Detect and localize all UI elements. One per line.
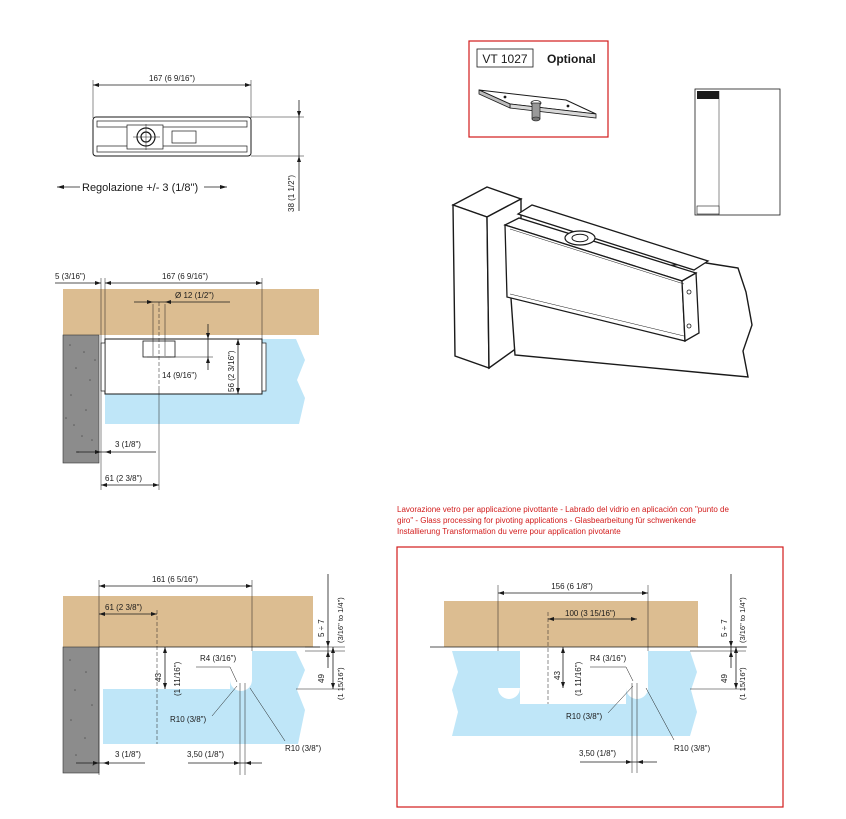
concrete-wall-bottom bbox=[62, 646, 100, 774]
glass-right-width-dim: 156 (6 1/8") bbox=[551, 582, 593, 591]
glass-left-range-dim-in: (3/16" to 1/4") bbox=[336, 597, 345, 643]
processing-caption: Lavorazione vetro per applicazione pivot… bbox=[397, 505, 729, 536]
glass-left-gap-dim: 3 (1/8") bbox=[115, 750, 141, 759]
top-width-dim: 167 (6 9/16") bbox=[149, 74, 195, 83]
glass-detail-left: 161 (6 5/16") 61 (2 3/8") 43 (1 11/16") … bbox=[62, 574, 345, 775]
glass-right-notch-width: 3,50 (1/8") bbox=[579, 749, 616, 758]
glass-right-radius-large-b: R10 (3/8") bbox=[674, 744, 711, 753]
processing-frame bbox=[396, 546, 784, 808]
section-depth-dim: 14 (9/16") bbox=[162, 371, 197, 380]
glass-right-total-height-in: (1 15/16") bbox=[738, 667, 747, 700]
glass-right-notch-depth-in: (1 11/16") bbox=[574, 661, 583, 696]
caption-line-3: Installierung Transformation du verre po… bbox=[397, 527, 621, 536]
glass-left-notch-width: 3,50 (1/8") bbox=[187, 750, 224, 759]
door-icon bbox=[694, 88, 781, 216]
top-height-dim: 38 (1 1/2") bbox=[287, 175, 296, 212]
section-height-dim: 56 (2 3/16") bbox=[227, 350, 236, 392]
glass-left-total-height-in: (1 15/16") bbox=[336, 667, 345, 700]
top-view: 167 (6 9/16") 38 (1 1/2") Regolazione +/… bbox=[57, 74, 304, 212]
glass-right-center-dim: 100 (3 15/16") bbox=[565, 609, 616, 618]
concrete-wall bbox=[62, 334, 100, 464]
section-left-dim: 5 (3/16") bbox=[55, 272, 86, 281]
glass-left-radius-large-b: R10 (3/8") bbox=[285, 744, 322, 753]
glass-left-total-height: 49 bbox=[317, 674, 326, 683]
optional-label: Optional bbox=[547, 52, 596, 66]
section-view: 5 (3/16") 167 (6 9/16") Ø 12 (1/2") 14 (… bbox=[55, 272, 319, 490]
optional-box: VT 1027 Optional bbox=[468, 40, 609, 138]
section-width-dim: 167 (6 9/16") bbox=[162, 272, 208, 281]
caption-line-2: giro" - Glass processing for pivoting ap… bbox=[397, 516, 697, 525]
section-gap-dim: 3 (1/8") bbox=[115, 440, 141, 449]
glass-left-offset-dim: 61 (2 3/8") bbox=[105, 603, 142, 612]
glass-right-radius-small: R4 (3/16") bbox=[590, 654, 627, 663]
glass-right-notch-depth: 43 bbox=[553, 671, 562, 680]
wood-ceiling bbox=[63, 289, 319, 335]
glass-right-range-dim-in: (3/16" to 1/4") bbox=[738, 597, 747, 643]
isometric-view bbox=[451, 186, 753, 378]
glass-detail-right: 156 (6 1/8") 100 (3 15/16") 43 (1 11/16"… bbox=[396, 546, 784, 808]
glass-right-total-height: 49 bbox=[720, 674, 729, 683]
glass-left-radius-small: R4 (3/16") bbox=[200, 654, 237, 663]
section-offset-dim: 61 (2 3/8") bbox=[105, 474, 142, 483]
glass-left-width-dim: 161 (6 5/16") bbox=[152, 575, 198, 584]
caption-line-1: Lavorazione vetro per applicazione pivot… bbox=[397, 505, 729, 514]
wood-ceiling-bottom bbox=[63, 596, 313, 647]
glass-left-range-dim: 5 ÷ 7 bbox=[317, 619, 326, 637]
adjust-label: Regolazione +/- 3 (1/8") bbox=[82, 182, 198, 194]
glass-left-radius-large-a: R10 (3/8") bbox=[170, 715, 207, 724]
glass-left-notch-depth-in: (1 11/16") bbox=[173, 661, 182, 696]
glass-right-radius-large-a: R10 (3/8") bbox=[566, 712, 603, 721]
section-diameter-dim: Ø 12 (1/2") bbox=[175, 291, 214, 300]
glass-left-notch-depth: 43 bbox=[154, 673, 163, 682]
glass-right-range-dim: 5 ÷ 7 bbox=[720, 619, 729, 637]
optional-code: VT 1027 bbox=[482, 52, 527, 66]
